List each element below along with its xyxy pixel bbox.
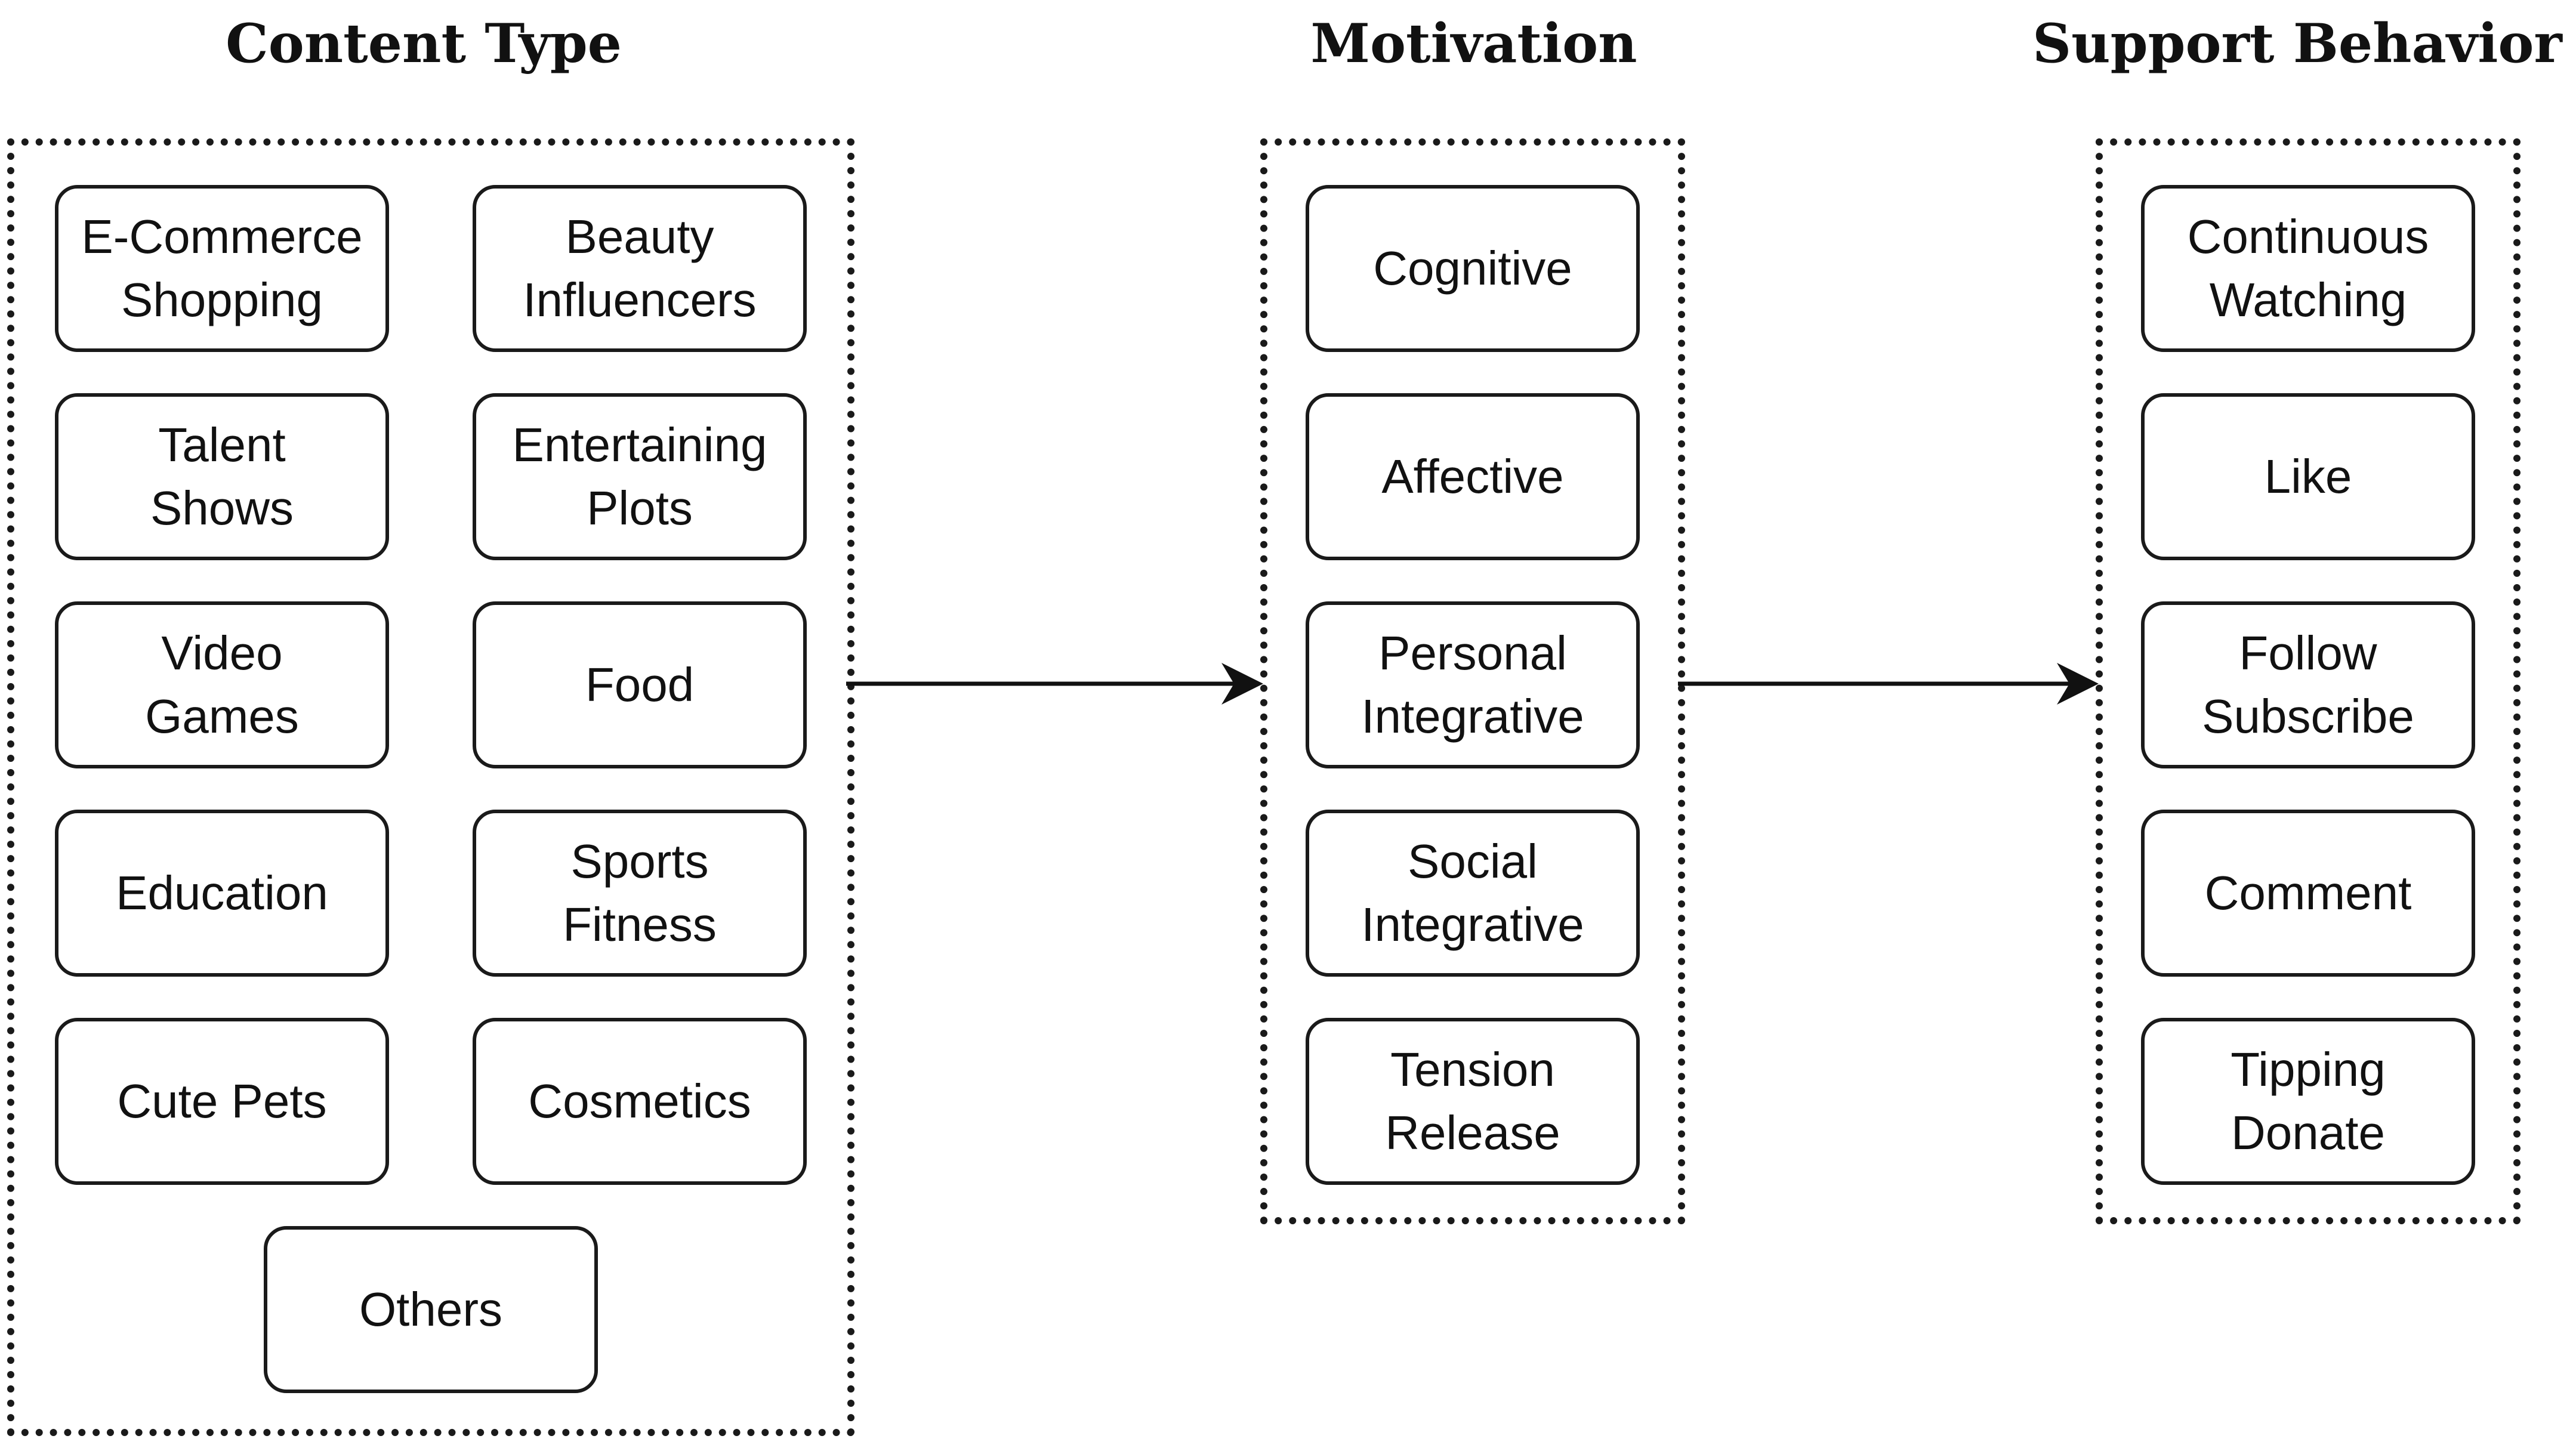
node-label: Food [585, 658, 695, 711]
node-label: Cognitive [1373, 242, 1572, 295]
node-label: Cosmetics [528, 1075, 751, 1128]
node-label: Entertaining Plots [512, 418, 767, 535]
node-label: Video Games [145, 626, 299, 743]
node-label: Follow Subscribe [2202, 626, 2414, 743]
content-node-video-games: Video Games [55, 601, 389, 768]
motivation-node-social-integrative: Social Integrative [1306, 810, 1640, 977]
node-label: E-Commerce Shopping [81, 210, 363, 326]
content-node-beauty-influencers: Beauty Influencers [473, 185, 807, 352]
node-label: Comment [2204, 866, 2412, 919]
node-label: Tension Release [1385, 1043, 1560, 1159]
content-node-others: Others [264, 1226, 598, 1393]
content-node-education: Education [55, 810, 389, 977]
support-node-follow-subscribe: Follow Subscribe [2141, 601, 2475, 768]
content-node-sports-fitness: Sports Fitness [473, 810, 807, 977]
support-node-tipping-donate: Tipping Donate [2141, 1018, 2475, 1185]
node-label: Affective [1381, 450, 1564, 503]
motivation-title: Motivation [1310, 12, 1637, 75]
node-label: Sports Fitness [563, 835, 717, 951]
motivation-node-affective: Affective [1306, 393, 1640, 560]
content-node-cute-pets: Cute Pets [55, 1018, 389, 1185]
motivation-node-personal-integrative: Personal Integrative [1306, 601, 1640, 768]
content-type-group [7, 138, 854, 1436]
node-label: Continuous Watching [2187, 210, 2429, 326]
node-label: Social Integrative [1361, 835, 1584, 951]
node-label: Beauty Influencers [523, 210, 757, 326]
content-node-cosmetics: Cosmetics [473, 1018, 807, 1185]
content-node-talent-shows: Talent Shows [55, 393, 389, 560]
content-type-title: Content Type [226, 12, 622, 75]
content-node-entertaining-plots: Entertaining Plots [473, 393, 807, 560]
node-label: Talent Shows [150, 418, 294, 535]
support-node-comment: Comment [2141, 810, 2475, 977]
motivation-group [1260, 138, 1685, 1224]
content-node-e-commerce-shopping: E-Commerce Shopping [55, 185, 389, 352]
node-label: Like [2264, 450, 2352, 503]
node-label: Others [359, 1283, 503, 1336]
node-label: Personal Integrative [1361, 626, 1584, 743]
support-behavior-group [2096, 138, 2521, 1224]
motivation-node-tension-release: Tension Release [1306, 1018, 1640, 1185]
node-label: Tipping Donate [2231, 1043, 2386, 1159]
support-node-continuous-watching: Continuous Watching [2141, 185, 2475, 352]
motivation-node-cognitive: Cognitive [1306, 185, 1640, 352]
support-behavior-title: Support Behavior [2032, 12, 2562, 75]
node-label: Cute Pets [117, 1075, 327, 1128]
node-label: Education [116, 866, 328, 919]
support-node-like: Like [2141, 393, 2475, 560]
content-node-food: Food [473, 601, 807, 768]
